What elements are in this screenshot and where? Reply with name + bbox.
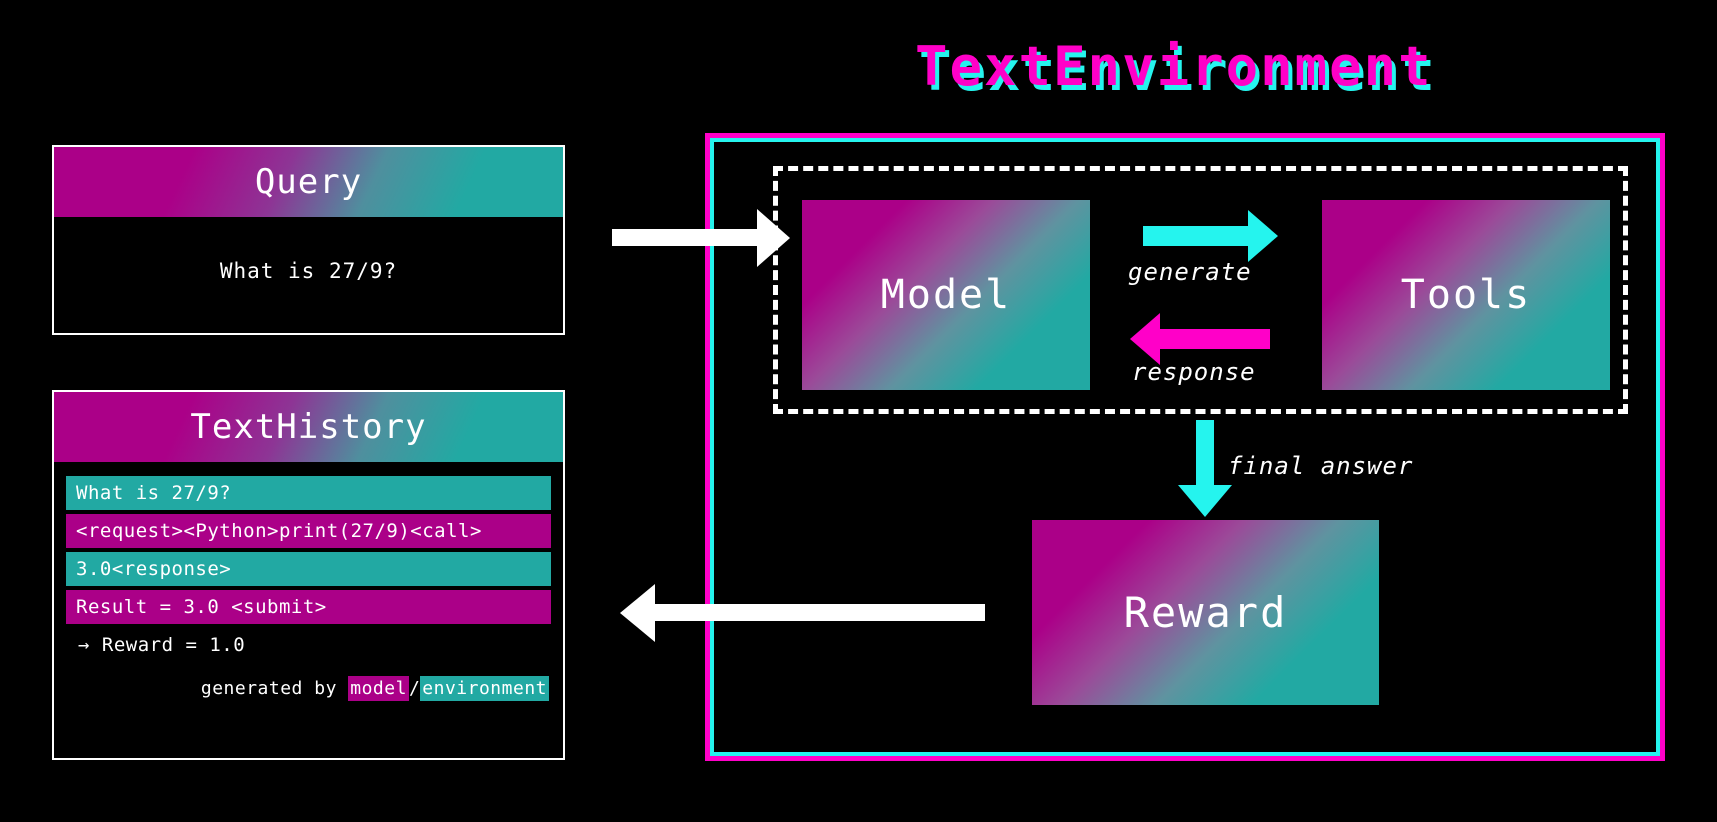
text-history-rows: What is 27/9? <request><Python>print(27/… xyxy=(54,462,563,662)
list-item: Result = 3.0 <submit> xyxy=(66,590,551,624)
query-input-arrow-icon xyxy=(612,229,762,246)
query-panel-header: Query xyxy=(54,147,563,217)
model-box: Model xyxy=(802,200,1090,390)
text-history-body: What is 27/9? <request><Python>print(27/… xyxy=(54,462,563,701)
list-item: 3.0<response> xyxy=(66,552,551,586)
history-legend: generated by model/environment xyxy=(54,676,563,701)
legend-environment-chip: environment xyxy=(420,676,549,701)
response-arrow-icon xyxy=(1160,329,1270,349)
reward-output-arrow-icon xyxy=(655,604,985,621)
model-tools-group xyxy=(773,166,1628,414)
final-answer-arrow-icon xyxy=(1196,420,1214,492)
reward-output-arrow-head-icon xyxy=(620,584,655,642)
query-panel: Query What is 27/9? xyxy=(52,145,565,335)
query-text: What is 27/9? xyxy=(219,259,398,283)
list-item: <request><Python>print(27/9)<call> xyxy=(66,514,551,548)
query-input-arrow-head-icon xyxy=(757,209,790,267)
list-item-reward: → Reward = 1.0 xyxy=(78,634,246,656)
response-arrow-head-icon xyxy=(1130,313,1160,365)
legend-separator: / xyxy=(408,678,421,699)
response-label: response xyxy=(1132,358,1256,386)
text-history-panel: TextHistory What is 27/9? <request><Pyth… xyxy=(52,390,565,760)
final-answer-arrow-head-icon xyxy=(1178,485,1232,517)
tools-box: Tools xyxy=(1322,200,1610,390)
reward-box: Reward xyxy=(1032,520,1379,705)
list-item: What is 27/9? xyxy=(66,476,551,510)
final-answer-label: final answer xyxy=(1228,452,1414,480)
generate-arrow-icon xyxy=(1143,226,1253,246)
text-history-panel-header: TextHistory xyxy=(54,392,563,462)
generate-arrow-head-icon xyxy=(1248,210,1278,262)
legend-prefix: generated by xyxy=(200,678,349,699)
generate-label: generate xyxy=(1128,258,1252,286)
page-title: TextEnvironment xyxy=(915,35,1433,98)
legend-model-chip: model xyxy=(348,676,409,701)
text-environment-inner-border xyxy=(710,138,1660,756)
